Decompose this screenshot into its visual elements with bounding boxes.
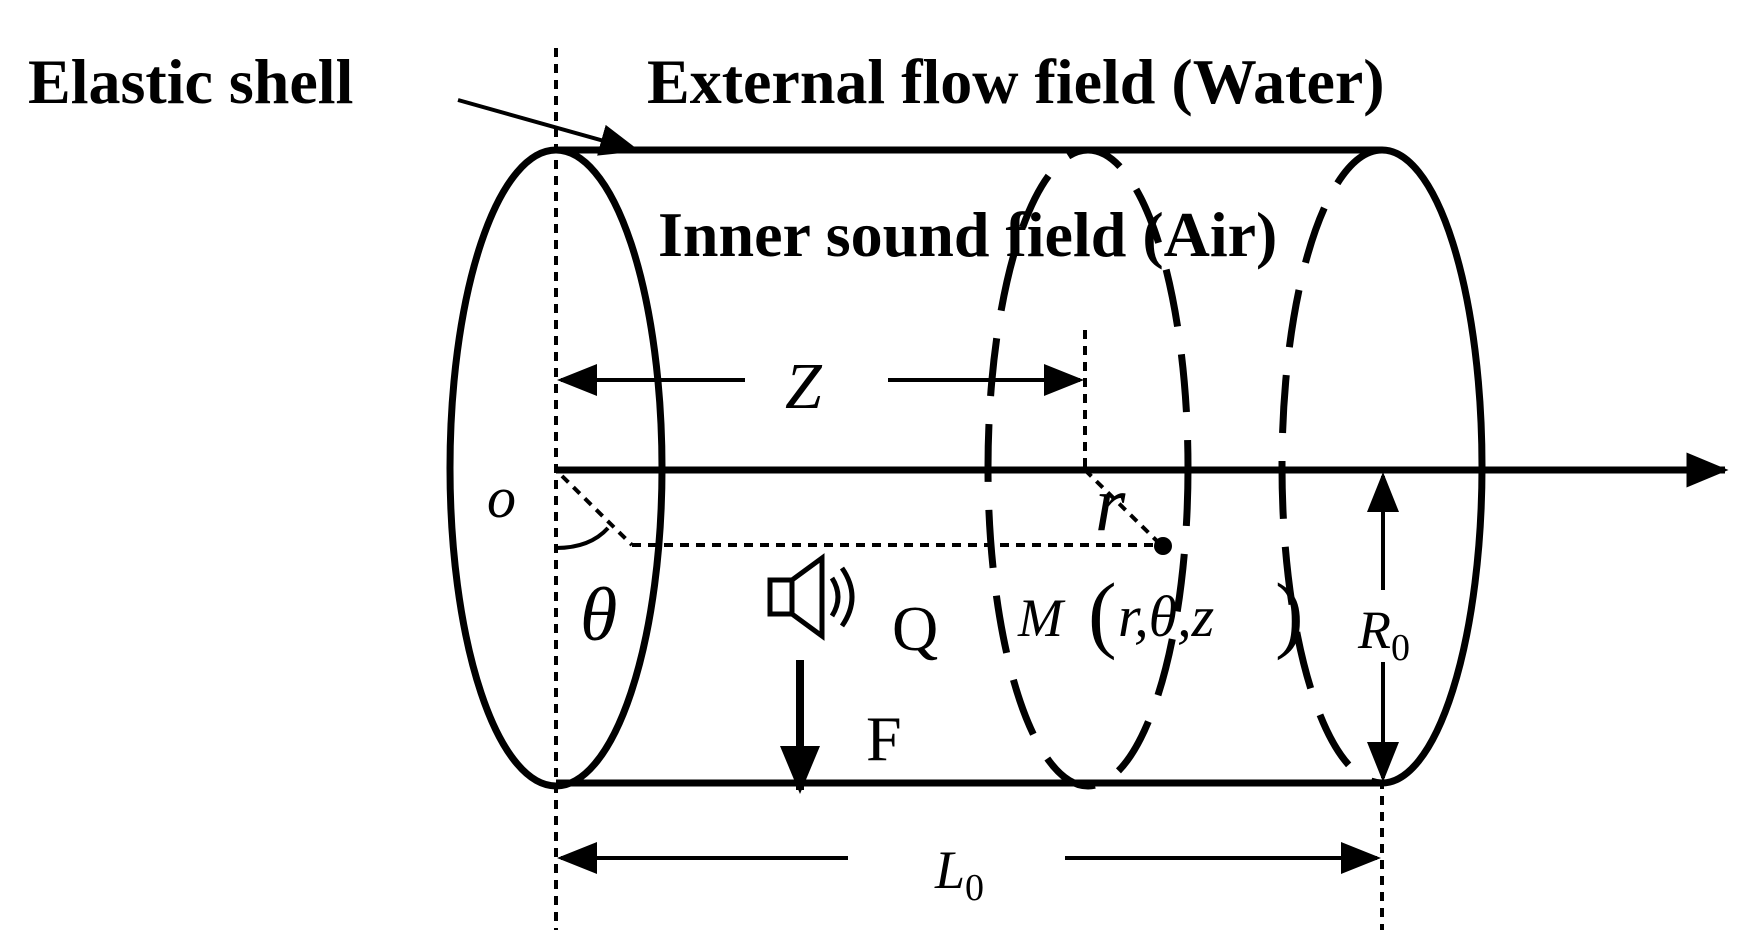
point-m-dot: [1154, 537, 1172, 555]
source-q-label: Q: [892, 593, 938, 664]
point-m-args: r,θ,z: [1118, 584, 1214, 649]
radius-symbol: R: [1357, 600, 1391, 660]
point-m-close-paren: ): [1275, 565, 1304, 661]
z-label: Z: [785, 350, 823, 423]
elastic-shell-pointer-arrow: [457, 98, 640, 156]
point-m-label: M ( r,θ,z ): [1017, 565, 1304, 661]
radial-line-to-m: [1083, 468, 1162, 546]
origin-label: o: [487, 465, 516, 530]
external-flow-field-label: External flow field (Water): [647, 46, 1385, 117]
radial-line-origin: [560, 474, 634, 547]
length-label: L0: [934, 840, 984, 909]
length-subscript: 0: [965, 867, 984, 909]
elastic-shell-label: Elastic shell: [28, 46, 353, 117]
inner-sound-field-label: Inner sound field (Air): [658, 199, 1277, 270]
radius-label: R0: [1357, 600, 1410, 669]
theta-angle-arc: [555, 526, 610, 550]
radial-label: r: [1095, 460, 1126, 547]
theta-label: θ: [580, 573, 617, 657]
point-m-symbol: M: [1017, 588, 1066, 648]
radius-subscript: 0: [1391, 627, 1410, 669]
speaker-icon: [767, 553, 855, 641]
point-m-open-paren: (: [1088, 565, 1117, 661]
force-f-label: F: [866, 703, 902, 774]
length-symbol: L: [934, 840, 965, 900]
